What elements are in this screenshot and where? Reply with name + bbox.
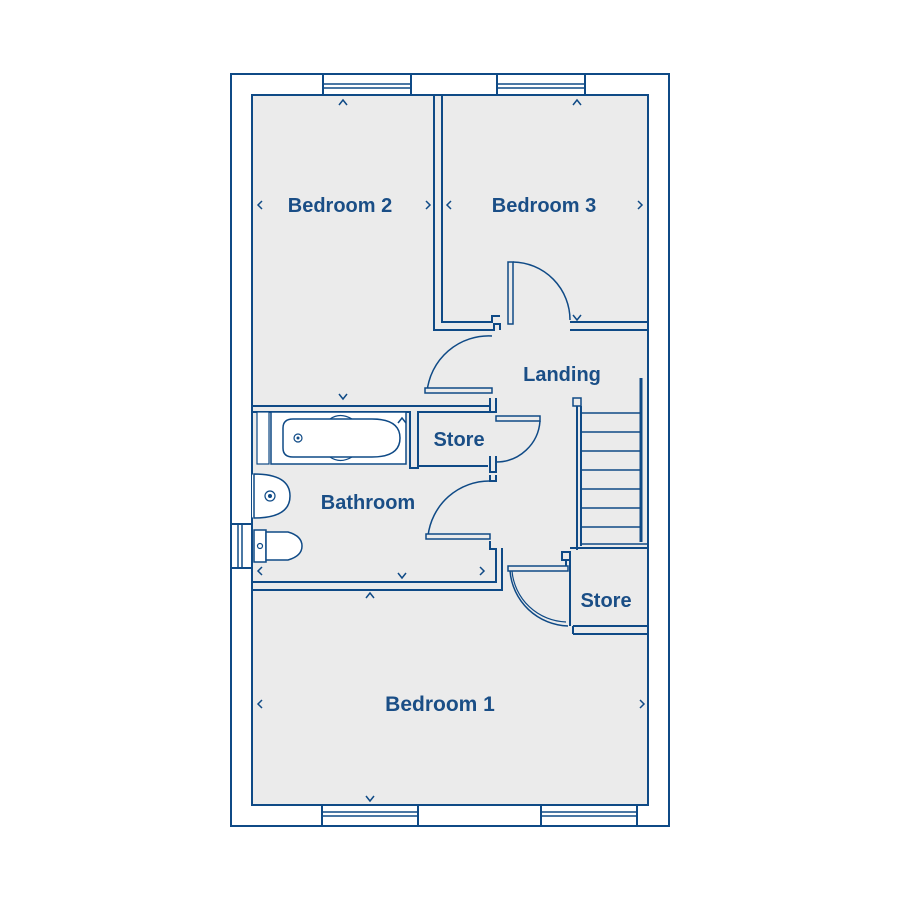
partition-wall [417,412,488,467]
basin-icon [252,473,291,519]
partition-wall [441,95,500,323]
partition-wall [489,456,497,473]
door-swing-icon [425,480,491,540]
partition-wall [489,475,497,482]
room-label-bedroom-3: Bedroom 3 [492,195,596,217]
room-label-store-stairs: Store [580,590,631,612]
window-icon [230,523,253,569]
partition-wall [489,398,497,413]
window-icon [321,804,419,827]
partition-wall [252,548,503,591]
door-swing-icon [507,261,571,325]
chevron-icon [256,98,646,803]
window-icon [540,804,638,827]
room-label-bedroom-1: Bedroom 1 [385,693,495,716]
partition-wall [489,541,496,550]
room-label-bathroom: Bathroom [321,492,415,514]
door-swing-icon [495,415,541,463]
room-label-landing: Landing [523,364,601,386]
partition-wall [252,548,497,583]
bathtub-icon [256,411,407,465]
window-icon [322,73,412,96]
room-label-store-small: Store [433,429,484,451]
toilet-icon [253,529,303,563]
door-swing-icon [424,335,493,394]
stairs-icon [572,378,648,550]
room-label-bedroom-2: Bedroom 2 [288,195,392,217]
door-swing-icon [507,565,569,627]
partition-wall [433,95,501,331]
window-icon [496,73,586,96]
